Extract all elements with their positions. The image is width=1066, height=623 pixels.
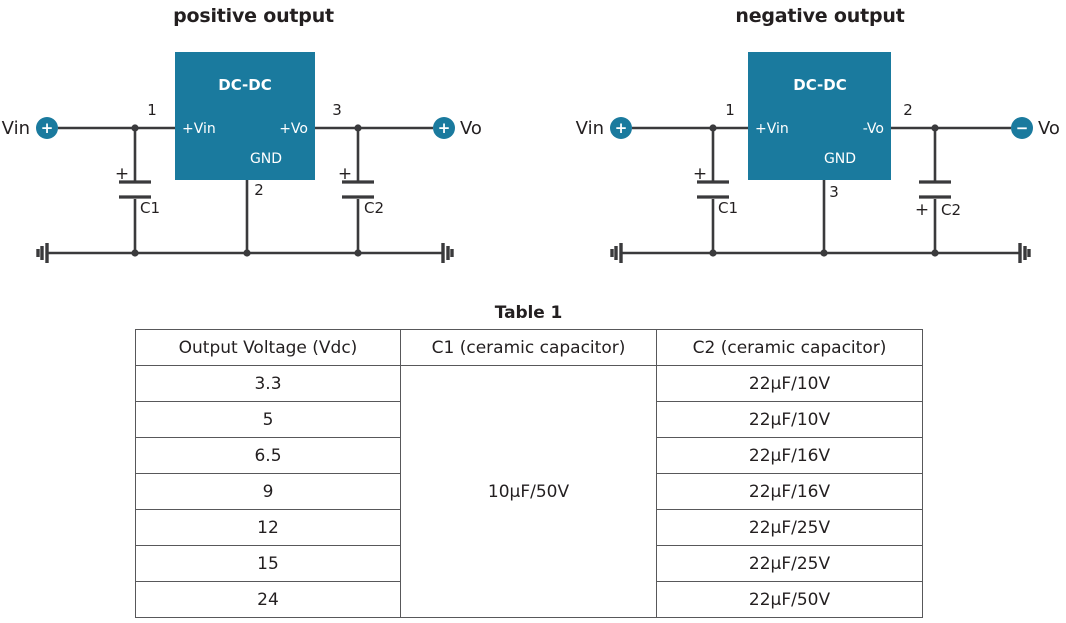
table-header-row: Output Voltage (Vdc) C1 (ceramic capacit… [135, 329, 923, 366]
c2-ref-negative: C2 [941, 201, 961, 219]
table-row: 6.5 22µF/16V [135, 437, 923, 474]
junction-dot [820, 249, 828, 257]
vin-label-positive: Vin [2, 118, 30, 139]
table-row: 9 22µF/16V [135, 473, 923, 510]
c1-ref-negative: C1 [718, 199, 738, 217]
junction-dot [709, 124, 717, 132]
dcdc-block-negative [748, 52, 891, 180]
cell-c2-value: 22µF/16V [656, 473, 923, 510]
cell-output-voltage: 9 [135, 473, 401, 510]
c1-polarity-negative: + [693, 164, 707, 184]
vo-label-negative: Vo [1038, 118, 1060, 139]
vo-terminal-negative [1011, 117, 1033, 139]
cell-c2-value: 22µF/25V [656, 509, 923, 546]
pin-label-vo-positive: +Vo [279, 121, 308, 137]
table-row: 3.3 10µF/50V 22µF/10V [135, 365, 923, 618]
junction-dot [709, 249, 717, 257]
junction-dot [243, 249, 251, 257]
positive-circuit-title: positive output [173, 5, 334, 27]
cell-c2-value: 22µF/10V [656, 401, 923, 438]
junction-dot [131, 124, 139, 132]
header-c2: C2 (ceramic capacitor) [656, 329, 923, 366]
vin-label-negative: Vin [576, 118, 604, 139]
cell-output-voltage: 3.3 [135, 365, 401, 402]
dcdc-block-label-positive: DC-DC [218, 76, 272, 94]
table-row: 24 22µF/50V [135, 581, 923, 618]
vin-terminal-sign-negative: + [615, 119, 628, 137]
c2-polarity-positive: + [338, 164, 352, 184]
vo-label-positive: Vo [460, 118, 482, 139]
pin-number-1-positive: 1 [147, 101, 157, 119]
junction-dot [131, 249, 139, 257]
dcdc-block-positive [175, 52, 315, 180]
vin-terminal-negative [610, 117, 632, 139]
cell-c2-value: 22µF/16V [656, 437, 923, 474]
positive-circuit-group: DC-DC +Vin +Vo GND + Vin + Vo + C1 [2, 52, 482, 263]
vin-terminal-sign-positive: + [41, 119, 54, 137]
junction-dot [931, 124, 939, 132]
header-output-voltage: Output Voltage (Vdc) [135, 329, 401, 366]
c1-polarity-positive: + [115, 164, 129, 184]
vin-terminal-positive [36, 117, 58, 139]
ground-symbol-right-negative [1018, 243, 1031, 263]
pin-number-2-negative: 2 [903, 101, 913, 119]
c2-polarity-negative: + [915, 200, 929, 220]
vo-terminal-sign-negative: − [1016, 119, 1029, 137]
junction-dot [354, 249, 362, 257]
cell-output-voltage: 12 [135, 509, 401, 546]
table-row: 5 22µF/10V [135, 401, 923, 438]
c2-ref-positive: C2 [364, 199, 384, 217]
spec-table-wrapper: Table 1 Output Voltage (Vdc) C1 (ceramic… [135, 303, 923, 618]
cell-c2-value: 22µF/50V [656, 581, 923, 618]
pin-number-1-negative: 1 [725, 101, 735, 119]
ground-symbol-right-positive [441, 243, 454, 263]
junction-dot [931, 249, 939, 257]
cell-output-voltage: 15 [135, 545, 401, 582]
table-row: 12 22µF/25V [135, 509, 923, 546]
negative-circuit-title: negative output [735, 5, 905, 27]
header-c1: C1 (ceramic capacitor) [400, 329, 657, 366]
pin-label-gnd-negative: GND [824, 151, 856, 167]
negative-circuit-group: DC-DC +Vin -Vo GND + Vin − Vo + C1 [576, 52, 1060, 263]
vo-terminal-sign-positive: + [438, 119, 451, 137]
table-title: Table 1 [494, 303, 563, 323]
cell-output-voltage: 6.5 [135, 437, 401, 474]
pin-label-vin-negative: +Vin [755, 121, 789, 137]
junction-dot [354, 124, 362, 132]
ground-symbol-left-positive [36, 243, 49, 263]
pin-number-3-positive: 3 [332, 101, 342, 119]
vo-terminal-positive [433, 117, 455, 139]
ground-symbol-left-negative [610, 243, 623, 263]
schematic-svg: .wire { stroke:#3a3a3c; stroke-width:2.6… [2, 52, 1060, 263]
pin-label-vin-positive: +Vin [182, 121, 216, 137]
cell-c2-value: 22µF/10V [656, 365, 923, 402]
dcdc-block-label-negative: DC-DC [793, 76, 847, 94]
c1-ref-positive: C1 [140, 199, 160, 217]
cell-c1-value: 10µF/50V [400, 365, 657, 618]
pin-number-3-negative: 3 [829, 183, 839, 201]
pin-label-gnd-positive: GND [250, 151, 282, 167]
cell-c2-value: 22µF/25V [656, 545, 923, 582]
pin-number-2-positive: 2 [254, 181, 264, 199]
cell-output-voltage: 24 [135, 581, 401, 618]
cell-output-voltage: 5 [135, 401, 401, 438]
spec-table: Output Voltage (Vdc) C1 (ceramic capacit… [135, 329, 923, 618]
pin-label-vo-negative: -Vo [863, 121, 884, 137]
